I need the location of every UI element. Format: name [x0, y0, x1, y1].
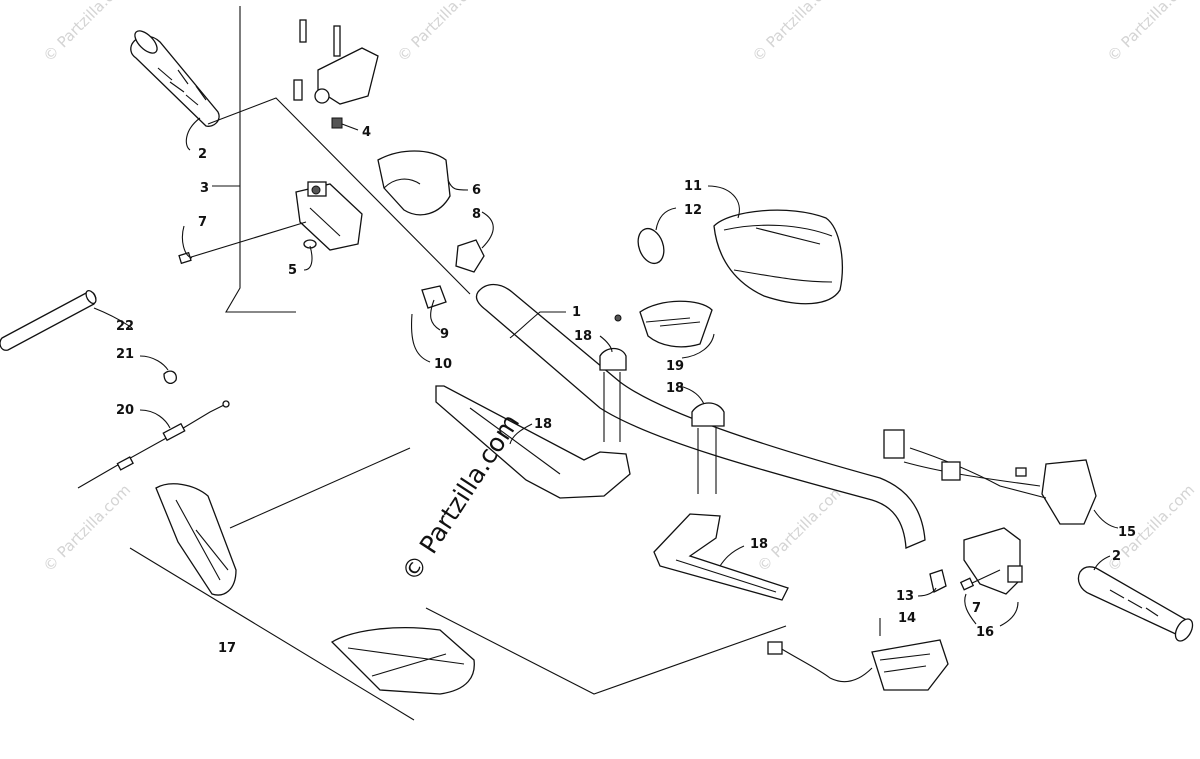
screw-part[interactable]: [959, 569, 1001, 591]
right-brace-part[interactable]: [653, 513, 789, 601]
callout-label: 8: [472, 207, 481, 222]
switch-housing-part[interactable]: [963, 527, 1023, 595]
throttle-cover-part[interactable]: [377, 150, 451, 216]
callout-label: 2: [198, 147, 207, 162]
cable-part[interactable]: [77, 400, 230, 489]
rod-part[interactable]: [0, 289, 98, 351]
cover-plate-part[interactable]: [614, 300, 713, 348]
pivot-lever-part[interactable]: [293, 19, 379, 105]
callout-label: 5: [288, 263, 297, 278]
callout-label: 11: [684, 179, 702, 194]
callout-label: 17: [218, 641, 236, 656]
clamp-part[interactable]: [691, 402, 725, 494]
throttle-bracket-part[interactable]: [295, 181, 363, 251]
callout-label: 7: [972, 601, 981, 616]
leader-line-handlebar: [207, 97, 471, 295]
callout-label: 18: [534, 417, 552, 432]
callout-label: 21: [116, 347, 134, 362]
left-grip-part[interactable]: [130, 27, 220, 127]
small-nut-part[interactable]: [303, 117, 343, 249]
callout-label: 4: [362, 125, 371, 140]
callout-label: 2: [1112, 549, 1121, 564]
callouts: 1 2 2 3 4 5 6 7 7 8 9 10 11 12 13 14 15 …: [93, 117, 1136, 656]
small-insert-part[interactable]: [929, 569, 947, 593]
callout-label: 7: [198, 215, 207, 230]
handlebar-part[interactable]: [475, 283, 926, 549]
callout-label: 18: [750, 537, 768, 552]
clip-part[interactable]: [421, 239, 485, 309]
leader-line-17: [129, 447, 787, 721]
ring-part[interactable]: [163, 370, 177, 385]
callout-label: 12: [684, 203, 702, 218]
callout-label: 3: [200, 181, 209, 196]
callout-label: 22: [116, 319, 134, 334]
clamp-part[interactable]: [599, 347, 627, 443]
switch-assembly-part[interactable]: [883, 429, 1097, 525]
callout-label: 15: [1118, 525, 1136, 540]
group-bracket-3: [225, 6, 296, 313]
callout-label: 1: [572, 305, 581, 320]
deflector-part[interactable]: [330, 626, 475, 695]
retaining-ring-part[interactable]: [634, 225, 669, 267]
callout-label: 6: [472, 183, 481, 198]
callout-label: 19: [666, 359, 684, 374]
right-grip-part[interactable]: [1077, 566, 1196, 644]
callout-label: 16: [976, 625, 994, 640]
callout-label: 13: [896, 589, 914, 604]
callout-label: 14: [898, 611, 916, 626]
deflector-part[interactable]: [155, 483, 237, 596]
left-brace-part[interactable]: [435, 385, 631, 499]
callout-label: 9: [440, 327, 449, 342]
callout-label: 18: [666, 381, 684, 396]
hand-guard-part[interactable]: [713, 209, 843, 305]
heater-element-part[interactable]: [767, 639, 949, 691]
callout-label: 18: [574, 329, 592, 344]
callout-label: 10: [434, 357, 452, 372]
callout-label: 20: [116, 403, 134, 418]
